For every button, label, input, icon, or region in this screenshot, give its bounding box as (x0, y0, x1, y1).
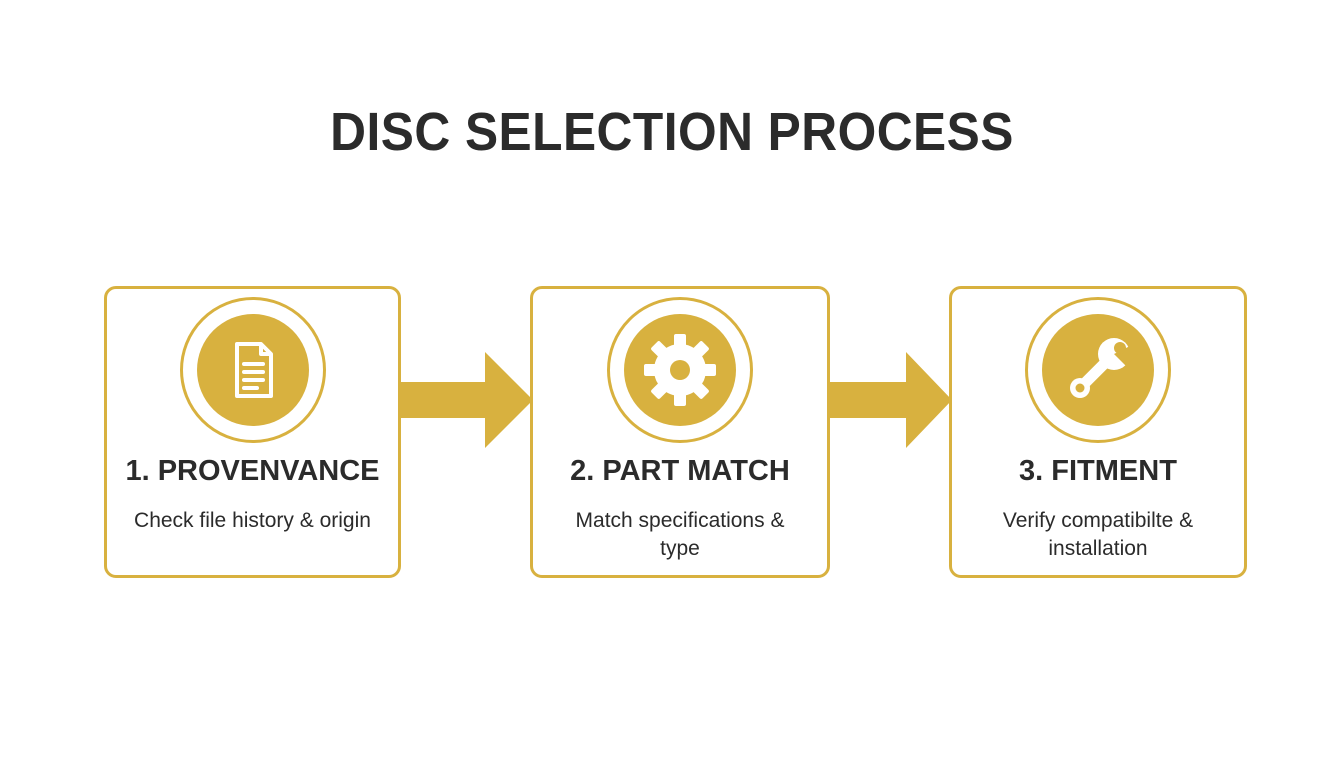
step-card-part-match: 2. PART MATCH Match specifications & typ… (530, 286, 830, 578)
arrow-right-icon (828, 352, 952, 448)
step-description: Check file history & origin (134, 509, 371, 532)
document-icon (196, 314, 309, 426)
icon-ring (179, 297, 326, 443)
step-title: 2. PART MATCH (570, 455, 790, 487)
step-card-provenance: 1. PROVENVANCE Check file history & orig… (104, 286, 401, 578)
diagram-title: DISC SELECTION PROCESS (330, 102, 1014, 162)
icon-ring (607, 297, 753, 443)
step-description: Verify compatibilte & installation (1002, 509, 1194, 560)
step-title: 1. PROVENVANCE (125, 455, 380, 487)
step-card-fitment: 3. FITMENT Verify compatibilte & install… (949, 286, 1247, 578)
gear-icon (624, 314, 736, 426)
icon-ring (1025, 297, 1171, 443)
wrench-icon (1042, 314, 1154, 426)
step-title: 3. FITMENT (1019, 455, 1177, 487)
arrow-right-icon (399, 352, 533, 448)
step-description: Match specifications & type (575, 509, 785, 560)
